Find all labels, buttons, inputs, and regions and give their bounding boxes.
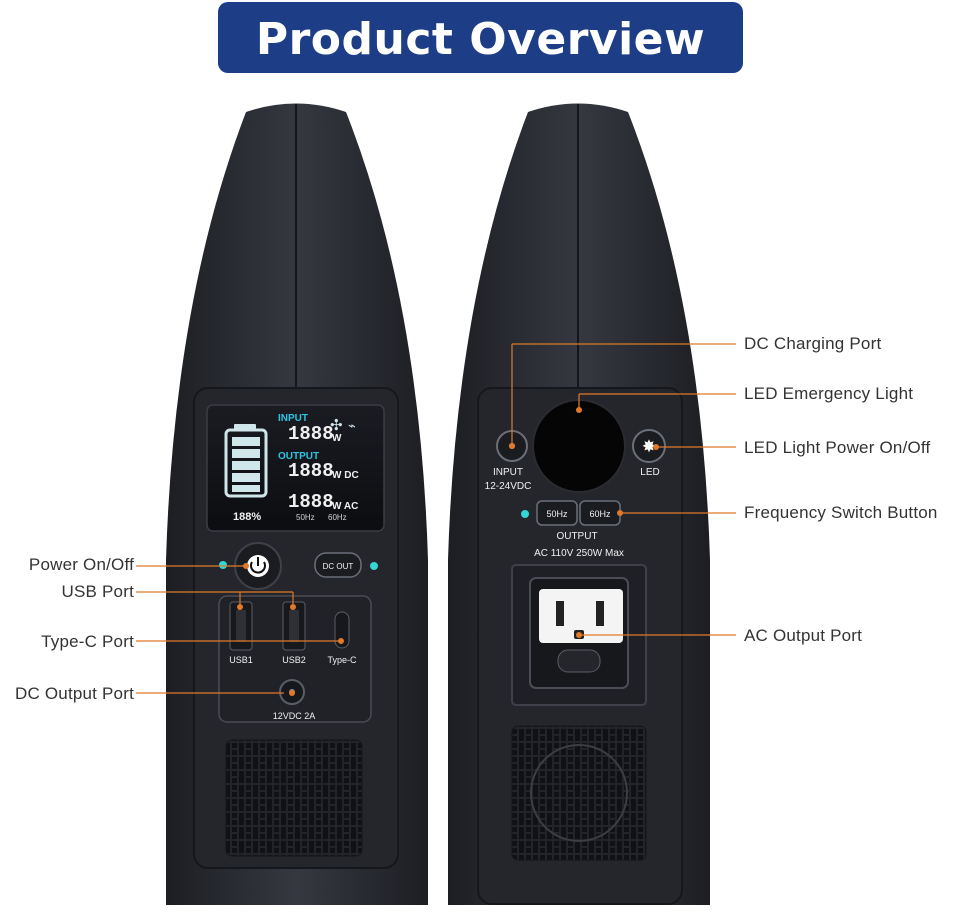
back-50hz-label: 50Hz bbox=[546, 509, 568, 519]
lcd-output-dc-value: 1888 bbox=[288, 460, 334, 482]
back-60hz-label: 60Hz bbox=[589, 509, 611, 519]
back-input-label: INPUT bbox=[493, 467, 523, 478]
dc-out-button-label: DC OUT bbox=[323, 562, 354, 571]
label-led-light-power: LED Light Power On/Off bbox=[744, 438, 930, 458]
label-frequency-switch: Frequency Switch Button bbox=[744, 503, 938, 523]
label-usb-port: USB Port bbox=[0, 582, 134, 602]
front-vent bbox=[226, 740, 362, 856]
dc-port-label: 12VDC 2A bbox=[273, 711, 316, 721]
back-ac-spec: AC 110V 250W Max bbox=[534, 548, 624, 559]
back-fan-vent bbox=[512, 726, 646, 860]
back-output-label: OUTPUT bbox=[556, 531, 597, 542]
lcd-output-dc-unit: W DC bbox=[332, 470, 359, 481]
plug-icon: ⌁ bbox=[348, 419, 356, 434]
typec-label: Type-C bbox=[327, 655, 357, 665]
lcd-input-value: 1888 bbox=[288, 423, 334, 445]
lcd-50hz: 50Hz bbox=[296, 513, 315, 522]
power-led-indicator bbox=[219, 561, 227, 569]
back-input-spec: 12-24VDC bbox=[485, 481, 532, 492]
usb1-label: USB1 bbox=[229, 655, 253, 665]
label-power-on-off: Power On/Off bbox=[0, 555, 134, 575]
lcd-60hz: 60Hz bbox=[328, 513, 347, 522]
back-device: ✸ bbox=[448, 104, 710, 906]
label-dc-output-port: DC Output Port bbox=[0, 684, 134, 704]
usb2-label: USB2 bbox=[282, 655, 306, 665]
label-dc-charging-port: DC Charging Port bbox=[744, 334, 881, 354]
lcd-output-ac-value: 1888 bbox=[288, 491, 334, 513]
emergency-light bbox=[533, 400, 625, 492]
dc-led-indicator bbox=[370, 562, 378, 570]
lcd-output-ac-unit: W AC bbox=[332, 501, 358, 512]
label-typec-port: Type-C Port bbox=[0, 632, 134, 652]
label-ac-output-port: AC Output Port bbox=[744, 626, 862, 646]
lcd-battery-percent: 188% bbox=[233, 511, 261, 523]
label-led-emergency-light: LED Emergency Light bbox=[744, 384, 913, 404]
lcd-input-unit: W bbox=[332, 433, 342, 444]
freq-led-indicator bbox=[521, 510, 529, 518]
back-led-label: LED bbox=[640, 467, 659, 478]
